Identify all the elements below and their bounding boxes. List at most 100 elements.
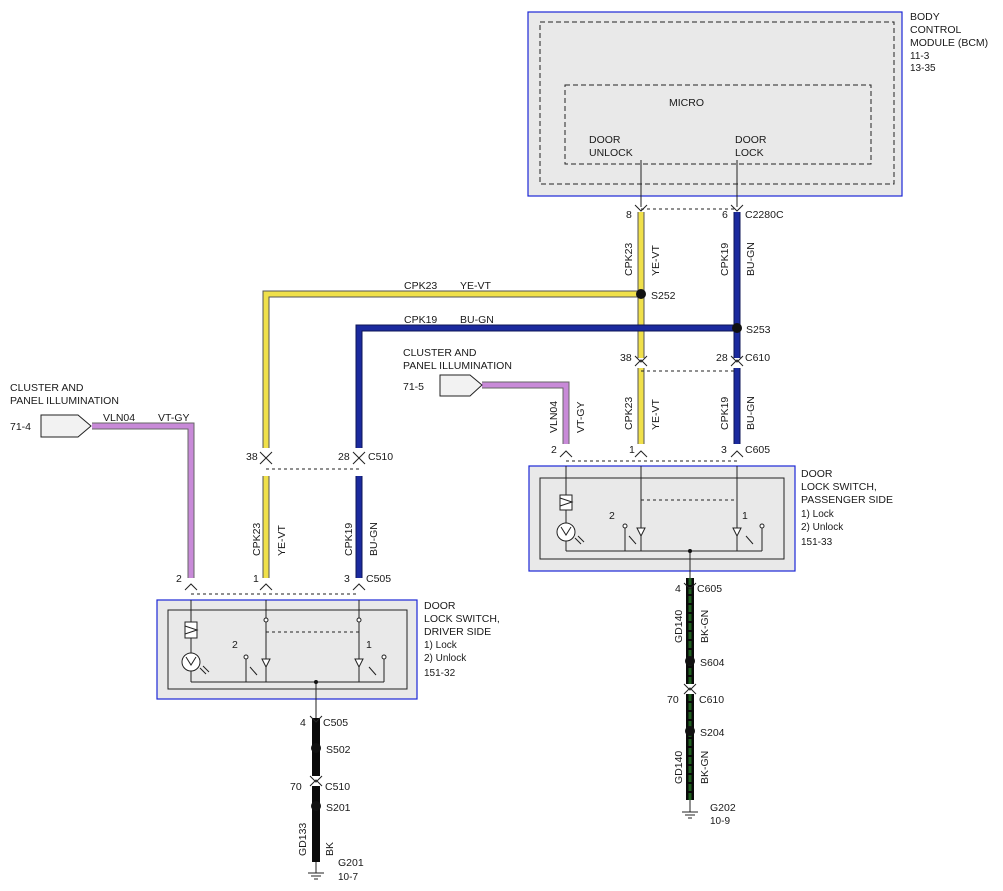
- passenger-ground-c605: C605: [697, 583, 722, 595]
- label-cpk23-top: CPK23: [404, 280, 437, 292]
- label-ye-vt-v3: YE-VT: [276, 524, 288, 556]
- bcm-ref-2: 13-35: [910, 63, 936, 74]
- passenger-switch-inner: [539, 477, 785, 560]
- label-cpk23-v3: CPK23: [251, 523, 263, 556]
- driver-lamp-icon: [181, 652, 201, 672]
- label-vt-gy-v: VT-GY: [575, 401, 587, 433]
- c610-pin-28: 28: [716, 352, 728, 364]
- passenger-switch-item-1: 1) Lock: [801, 509, 835, 520]
- driver-switch-title-1: DOOR: [424, 600, 456, 612]
- bcm-lock-label-1: DOOR: [735, 134, 767, 146]
- driver-switch-ref: 151-32: [424, 668, 456, 679]
- label-cpk19-top: CPK19: [404, 314, 437, 326]
- connector-c605-passenger: 2 1 3 C605: [551, 444, 770, 462]
- bcm-title-2: CONTROL: [910, 24, 961, 36]
- cluster-left-ref: 71-4: [10, 421, 31, 433]
- bcm-connector-label: C2280C: [745, 209, 784, 221]
- passenger-switch-title-2: LOCK SWITCH,: [801, 481, 877, 493]
- driver-switch-title-2: LOCK SWITCH,: [424, 613, 500, 625]
- passenger-ground-connectors: 4 C605 70 C610 G202 10-9: [667, 582, 736, 827]
- bcm-unlock-label-1: DOOR: [589, 134, 621, 146]
- passenger-switch-ref: 151-33: [801, 537, 833, 548]
- passenger-ground-pin-4: 4: [675, 583, 681, 595]
- driver-pin-2: 2: [176, 573, 182, 585]
- c610-pin-38: 38: [620, 352, 632, 364]
- driver-switch-item-1: 1) Lock: [424, 640, 458, 651]
- splice-s252-dot: [636, 289, 646, 299]
- ground-g202-symbol: [682, 811, 698, 819]
- ground-g201-ref: 10-7: [338, 872, 358, 883]
- cluster-right-ref: 71-5: [403, 381, 424, 393]
- label-vln04-v: VLN04: [548, 401, 560, 433]
- ground-g202-ref: 10-9: [710, 816, 730, 827]
- label-bu-gn-top: BU-GN: [460, 314, 494, 326]
- driver-pin-3: 3: [344, 573, 350, 585]
- label-bk-gn-1: BK-GN: [699, 610, 711, 643]
- splices: S252 S253 S604 S204 S502 S201: [311, 289, 771, 814]
- splice-s604-dot: [685, 656, 695, 666]
- ground-g201-label: G201: [338, 857, 364, 869]
- splice-s204-dot: [685, 726, 695, 736]
- driver-switch: 2 1 DOOR LOCK SWITCH, DRIVER SIDE 1) Loc…: [156, 599, 500, 700]
- wire-cpk23: [262, 212, 645, 578]
- passenger-pin-3: 3: [721, 444, 727, 456]
- connector-c505-driver: 2 1 3 C505: [176, 573, 391, 595]
- passenger-switch-title-1: DOOR: [801, 468, 833, 480]
- connector-c610-upper: 38 28 C610: [620, 352, 770, 372]
- label-cpk19-v2: CPK19: [719, 397, 731, 430]
- cluster-right: CLUSTER AND PANEL ILLUMINATION 71-5: [403, 347, 512, 397]
- micro-label: MICRO: [669, 97, 704, 109]
- label-gd140-1: GD140: [673, 610, 685, 643]
- label-bu-gn-v1: BU-GN: [745, 242, 757, 276]
- driver-switch-pos-1: 1: [366, 639, 372, 651]
- label-bu-gn-v2: BU-GN: [745, 396, 757, 430]
- cluster-left: CLUSTER AND PANEL ILLUMINATION 71-4: [10, 382, 119, 438]
- splice-s201-label: S201: [326, 802, 351, 814]
- passenger-switch: 2 1 DOOR LOCK SWITCH, PASSENGER SIDE 1) …: [528, 465, 893, 578]
- c510-label: C510: [368, 451, 393, 463]
- bcm-module: MICRO DOOR UNLOCK DOOR LOCK BODY CONTROL…: [527, 11, 988, 207]
- splice-s604-label: S604: [700, 657, 725, 669]
- bcm-title-1: BODY: [910, 11, 940, 23]
- label-bk-gn-2: BK-GN: [699, 751, 711, 784]
- passenger-pin-1: 1: [629, 444, 635, 456]
- label-vt-gy-h: VT-GY: [158, 412, 190, 424]
- label-cpk23-v1: CPK23: [623, 243, 635, 276]
- driver-ground-pin-70: 70: [290, 781, 302, 793]
- driver-c505-label: C505: [366, 573, 391, 585]
- label-cpk23-v2: CPK23: [623, 397, 635, 430]
- label-cpk19-v3: CPK19: [343, 523, 355, 556]
- cluster-right-title-1: CLUSTER AND: [403, 347, 477, 359]
- bcm-pin-6: 6: [722, 209, 728, 221]
- label-gd140-2: GD140: [673, 751, 685, 784]
- label-bu-gn-v3: BU-GN: [368, 522, 380, 556]
- passenger-switch-pos-1: 1: [742, 510, 748, 522]
- label-gd133: GD133: [297, 823, 309, 856]
- wire-vln04: [92, 381, 570, 578]
- bcm-outer-box: [527, 11, 903, 197]
- splice-s502-dot: [311, 743, 321, 753]
- splice-s253-dot: [732, 323, 742, 333]
- passenger-switch-title-3: PASSENGER SIDE: [801, 494, 893, 506]
- passenger-ground-pin-70: 70: [667, 694, 679, 706]
- bcm-unlock-label-2: UNLOCK: [589, 147, 633, 159]
- connector-c510: 38 28 C510: [246, 451, 393, 470]
- cluster-right-title-2: PANEL ILLUMINATION: [403, 360, 512, 372]
- splice-s252-label: S252: [651, 290, 676, 302]
- cluster-left-title-2: PANEL ILLUMINATION: [10, 395, 119, 407]
- cluster-left-arrow: [40, 414, 92, 438]
- passenger-pin-2: 2: [551, 444, 557, 456]
- splice-s502-label: S502: [326, 744, 351, 756]
- label-ye-vt-v2: YE-VT: [650, 398, 662, 430]
- driver-resistor: [184, 621, 198, 639]
- cluster-right-arrow: [439, 374, 483, 397]
- bcm-title-3: MODULE (BCM): [910, 37, 988, 49]
- bcm-pin-8: 8: [626, 209, 632, 221]
- c510-pin-28: 28: [338, 451, 350, 463]
- ground-g202-label: G202: [710, 802, 736, 814]
- passenger-ground-c610: C610: [699, 694, 724, 706]
- label-bk: BK: [324, 842, 336, 856]
- passenger-switch-pos-2: 2: [609, 510, 615, 522]
- driver-switch-item-2: 2) Unlock: [424, 653, 467, 664]
- passenger-c605-label: C605: [745, 444, 770, 456]
